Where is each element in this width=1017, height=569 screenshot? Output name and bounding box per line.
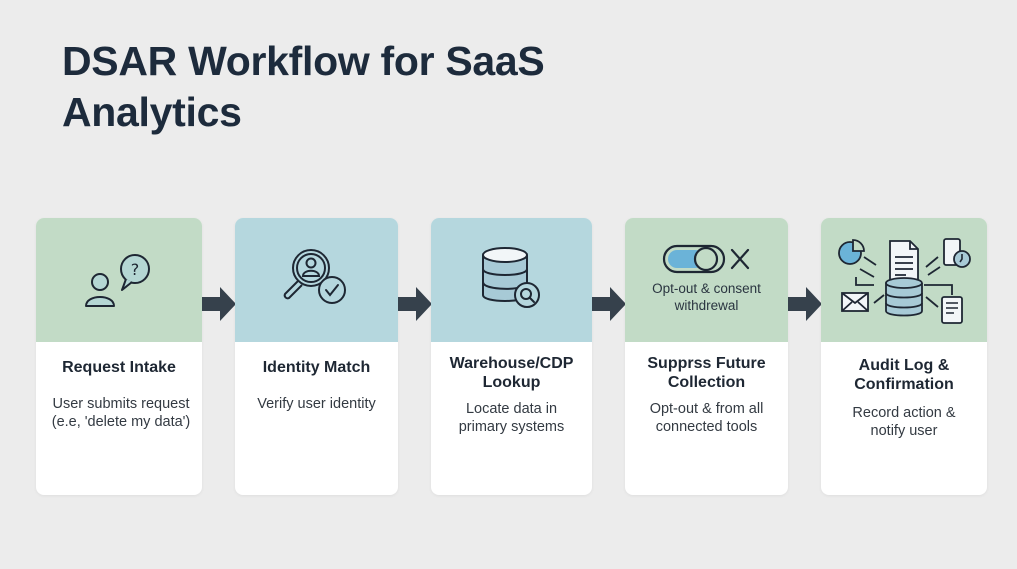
arrow-right-icon: [398, 287, 432, 321]
step-card-audit-log: Audit Log & Confirmation Record action &…: [821, 218, 987, 495]
step-icon-panel: [235, 218, 398, 342]
icon-caption: Opt-out & consent withdrewal: [652, 281, 761, 313]
user-question-icon: ?: [85, 254, 150, 307]
identity-search-check-icon: [283, 249, 346, 304]
page-title: DSAR Workflow for SaaS Analytics: [62, 38, 545, 135]
step-card-warehouse-lookup: Warehouse/CDP Lookup Locate data in prim…: [431, 218, 592, 495]
step-heading: Audit Log & Confirmation: [854, 357, 954, 393]
step-description: User submits request (e.e, 'delete my da…: [51, 396, 191, 430]
step-description: Locate data in primary systems: [458, 401, 565, 435]
step-heading: Supprss Future Collection: [647, 355, 766, 391]
arrow-right-icon: [592, 287, 626, 321]
step-icon-panel: ?: [36, 218, 202, 342]
step-icon-panel: [821, 218, 987, 342]
database-search-icon: [481, 247, 540, 308]
toggle-off-icon: [662, 244, 749, 274]
arrow-right-icon: [788, 287, 822, 321]
step-heading: Request Intake: [62, 359, 176, 376]
step-card-request-intake: ? Request Intake User submits request (e…: [36, 218, 202, 495]
step-icon-panel: Opt-out & consent withdrewal: [625, 218, 788, 342]
svg-text:?: ?: [131, 260, 140, 279]
step-heading: Identity Match: [262, 359, 371, 376]
audit-log-network-icon: [838, 238, 971, 324]
step-description: Opt-out & from all connected tools: [649, 401, 764, 435]
step-description: Verify user identity: [257, 396, 376, 412]
arrow-right-icon: [202, 287, 236, 321]
step-card-identity-match: Identity Match Verify user identity: [235, 218, 398, 495]
step-card-suppress-collection: Opt-out & consent withdrewal Supprss Fut…: [625, 218, 788, 495]
step-description: Record action & notify user: [852, 405, 956, 439]
step-icon-panel: [431, 218, 592, 342]
step-heading: Warehouse/CDP Lookup: [449, 355, 574, 391]
